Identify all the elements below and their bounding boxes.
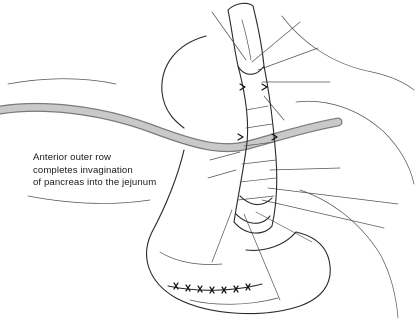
- suture-strands: [208, 12, 398, 300]
- annotation-label: Anterior outer row completes invaginatio…: [33, 152, 203, 190]
- jejunal-limb: [228, 3, 264, 74]
- annotation-line-2: completes invagination: [33, 165, 203, 178]
- annotation-line-3: of pancreas into the jejunum: [33, 177, 203, 190]
- jejunal-suture-line: [168, 283, 262, 293]
- annotation-line-1: Anterior outer row: [33, 152, 203, 165]
